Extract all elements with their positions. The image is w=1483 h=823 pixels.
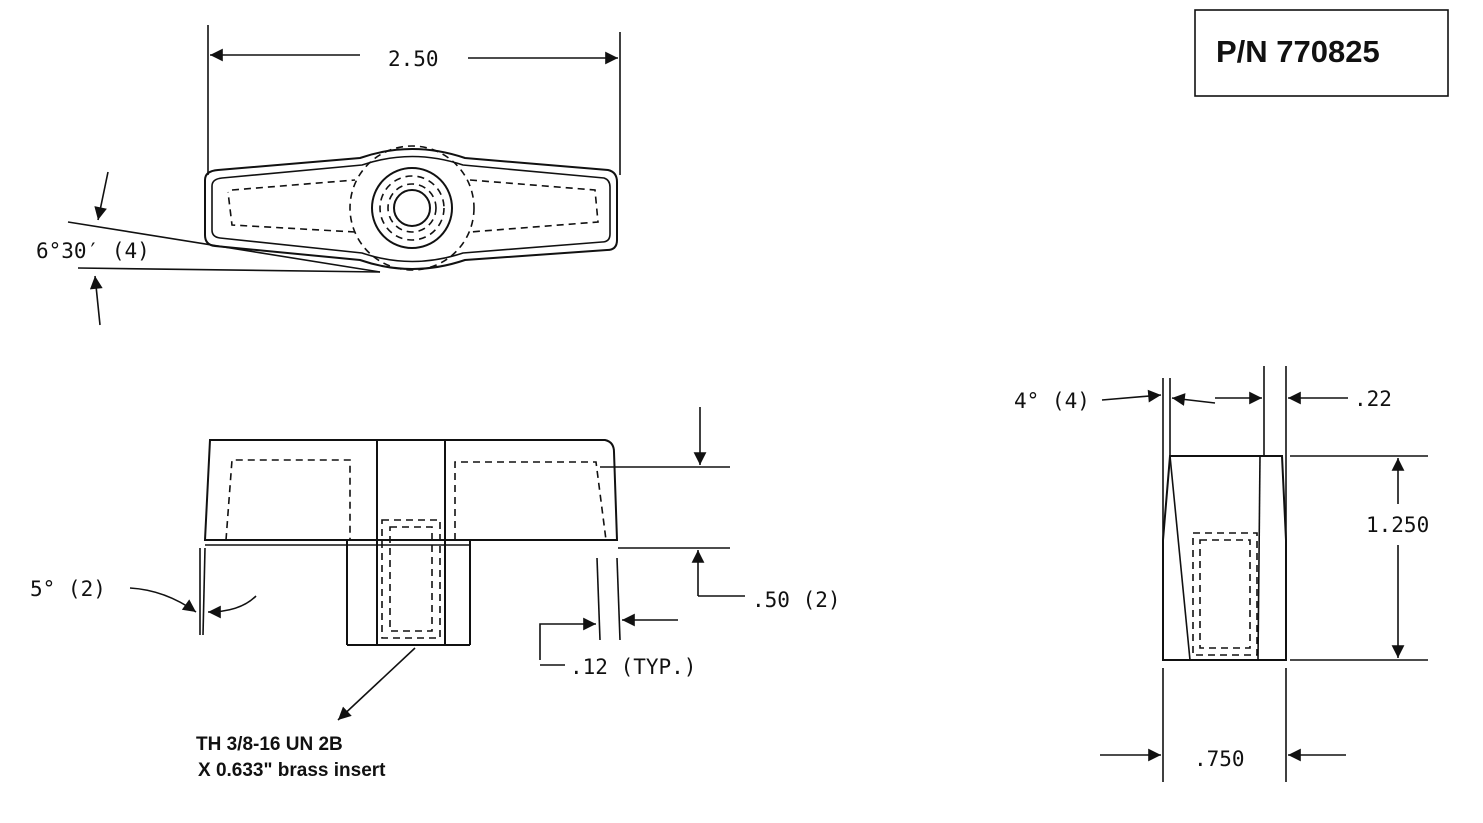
part-number-label: P/N 770825 <box>1216 34 1380 69</box>
part-number-box: P/N 770825 <box>1194 9 1449 97</box>
insert-note-line2: X 0.633" brass insert <box>198 760 386 781</box>
dimension-width-top: 2.50 <box>388 47 439 71</box>
dimension-height: 1.250 <box>1366 513 1429 537</box>
insert-note-line1: TH 3/8-16 UN 2B <box>196 734 343 755</box>
top-view: 2.50 6°30′ (4) <box>36 25 621 326</box>
front-view: .50 (2) .12 (TYP.) 5° (2) TH 3/8-16 UN 2… <box>30 407 841 781</box>
dimension-side-angle: 4° (4) <box>1014 389 1090 413</box>
dimension-hub-width: .750 <box>1194 747 1245 771</box>
side-view: 4° (4) .22 1.250 .750 <box>1014 366 1429 782</box>
dimension-wall: .12 (TYP.) <box>570 655 696 679</box>
dimension-handle-angle: 6°30′ (4) <box>36 239 150 263</box>
dimension-side-offset: .22 <box>1354 387 1392 411</box>
dimension-thickness: .50 (2) <box>752 588 841 612</box>
dimension-draft-angle: 5° (2) <box>30 577 106 601</box>
